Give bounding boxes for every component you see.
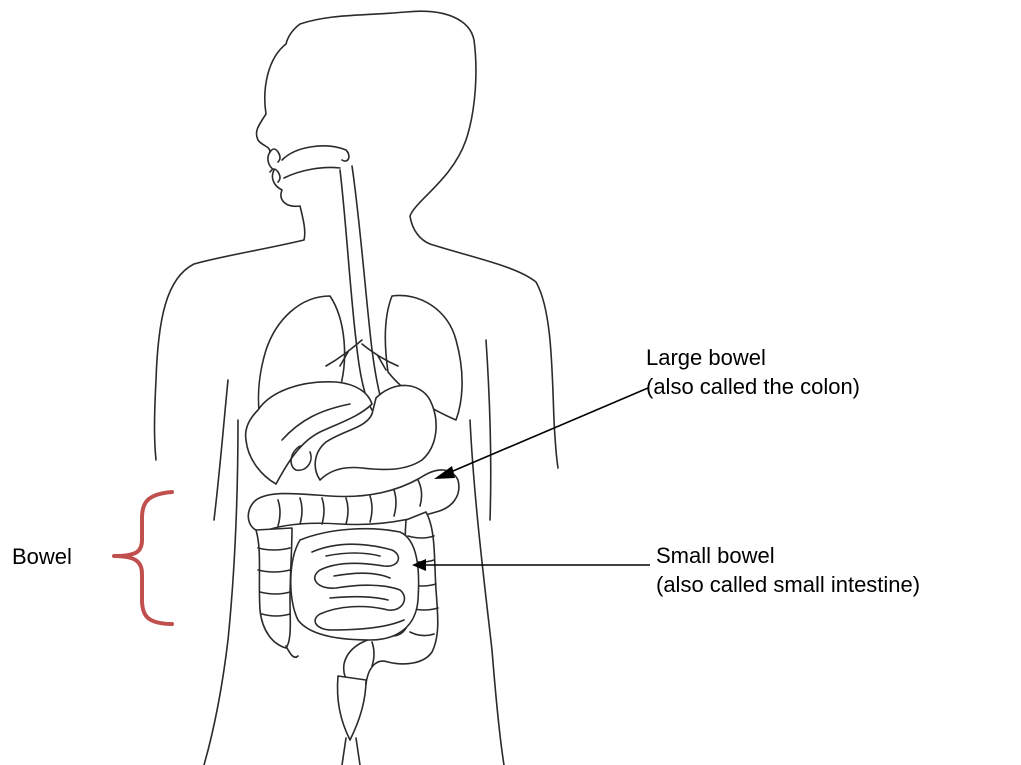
large-bowel-label: Large bowel (also called the colon) xyxy=(646,343,860,401)
esophagus-left-wall xyxy=(340,170,372,410)
small-bowel-label-subtitle: (also called small intestine) xyxy=(656,570,920,599)
small-bowel-pointer xyxy=(412,559,650,571)
teeth-lower xyxy=(270,169,280,182)
esophagus-right-wall xyxy=(352,166,384,408)
right-arm-inner-line xyxy=(486,340,491,520)
large-bowel-pointer-line xyxy=(446,388,648,474)
small-bowel-label-title: Small bowel xyxy=(656,541,920,570)
bowel-brace xyxy=(114,492,172,624)
large-bowel-label-subtitle: (also called the colon) xyxy=(646,372,860,401)
bowel-label: Bowel xyxy=(12,542,72,571)
small-intestine-mass xyxy=(291,529,419,640)
small-bowel-label: Small bowel (also called small intestine… xyxy=(656,541,920,599)
teeth-upper xyxy=(270,149,280,162)
small-bowel xyxy=(291,529,419,640)
left-arm-inner-line xyxy=(214,380,228,520)
appendix xyxy=(286,646,298,657)
ascending-colon xyxy=(256,528,292,648)
tongue-line xyxy=(284,167,340,178)
mouth-details xyxy=(270,146,349,182)
large-bowel-pointer xyxy=(434,388,648,479)
large-bowel-label-title: Large bowel xyxy=(646,343,860,372)
rectum xyxy=(338,676,367,740)
esophagus xyxy=(340,166,384,410)
right-torso-side xyxy=(470,420,504,765)
palate-line xyxy=(282,146,349,161)
anal-canal xyxy=(342,738,360,765)
upper-organs xyxy=(246,382,437,484)
left-torso-side xyxy=(204,420,238,765)
